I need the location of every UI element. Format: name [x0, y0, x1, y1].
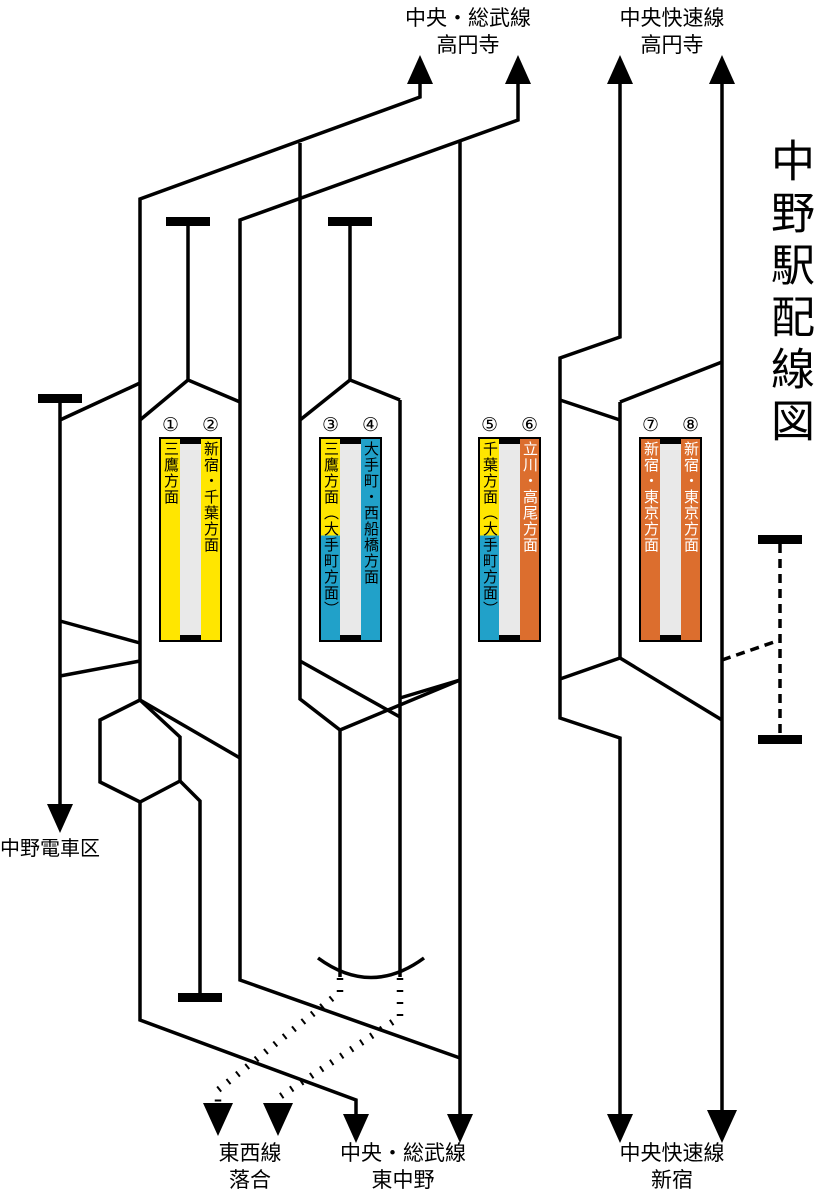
arrow-down-rapid-2: [707, 1110, 737, 1143]
buffer-stop-depot-lead: [38, 394, 82, 403]
crossover-depot-2: [59, 659, 141, 678]
label-sobu-higashinakano-station: 東中野: [371, 1169, 435, 1192]
arrow-up-rapid-2: [709, 55, 735, 84]
label-tozai-ochiai-line: 東西線: [218, 1142, 282, 1165]
track-sobu-down-platform1: [138, 80, 422, 700]
platform-2-stripe: 新宿・千葉方面: [201, 439, 220, 640]
rapid-down-platform6-rail: [558, 80, 622, 1118]
platform-7-destination: 新宿・東京方面: [642, 441, 659, 553]
buffer-stop-dashed-top: [758, 535, 802, 544]
arrow-up-sobu-2: [505, 55, 531, 84]
label-rapid-shinjuku: 中央快速線 新宿: [572, 1140, 772, 1194]
dashed-siding: [721, 544, 782, 735]
platform-island-3-4: 三鷹方面（大手町方面） 大手町・西船橋方面: [319, 437, 382, 642]
platform-3-destination: 三鷹方面（大手町方面）: [322, 441, 339, 617]
tozai-tunnel-portal-arc: [316, 956, 426, 980]
siding-center-west-1: [186, 226, 241, 404]
buffer-stops: [38, 217, 802, 1002]
platform-7-stripe: 新宿・東京方面: [641, 439, 660, 640]
arrow-down-tozai-1: [203, 1103, 233, 1136]
arrowheads: [47, 55, 737, 1143]
platform-5-destination: 千葉方面（大手町方面）: [481, 441, 498, 617]
track-sobu-up-platform2: [238, 80, 520, 1060]
platform-6-stripe: 立川・高尾方面: [520, 439, 539, 640]
crossover-depot-1: [59, 619, 141, 645]
platform-number-5: ⑤: [480, 415, 499, 436]
buffer-stop-west-1: [166, 217, 210, 226]
platform-island-5-6-deck: [499, 439, 520, 640]
label-tozai-ochiai-station: 落合: [229, 1169, 271, 1192]
hexagon-to-track2: [139, 698, 241, 760]
platform-island-1-2: 三鷹方面 新宿・千葉方面: [159, 437, 222, 642]
solid-tracks: [58, 80, 724, 1118]
crossover-p5-to-tozai-a: [339, 678, 461, 732]
tozai-underground-a: [214, 978, 344, 1103]
label-rapid-koenji-station: 高円寺: [640, 34, 704, 57]
label-rapid-shinjuku-station: 新宿: [651, 1169, 693, 1192]
siding-center-west-1-branch: [138, 378, 190, 422]
arrow-down-tozai-2: [263, 1103, 293, 1136]
platform-1-destination: 三鷹方面: [162, 441, 179, 505]
platform-number-4: ④: [361, 415, 380, 436]
platform-number-7: ⑦: [641, 415, 660, 436]
arrow-down-sobu-1: [343, 1114, 369, 1143]
platform-number-8: ⑧: [681, 415, 700, 436]
crossover-p3-to-p4: [299, 659, 401, 719]
label-rapid-shinjuku-line: 中央快速線: [619, 1142, 725, 1165]
platform-8-destination: 新宿・東京方面: [682, 441, 699, 553]
platform-island-5-6: 千葉方面（大手町方面） 立川・高尾方面: [478, 437, 541, 642]
buffer-stop-dashed-bottom: [758, 735, 802, 744]
platform-island-7-8: 新宿・東京方面 新宿・東京方面: [639, 437, 702, 642]
arrow-down-sobu-2: [447, 1114, 473, 1143]
track1-to-higashinakano: [138, 802, 358, 1118]
platform-6-destination: 立川・高尾方面: [521, 441, 538, 553]
label-sobu-koenji-line: 中央・総武線: [405, 7, 531, 30]
dashed-turnout: [721, 638, 781, 662]
platform-3-stripe: 三鷹方面（大手町方面）: [321, 439, 340, 640]
platform-number-2: ②: [201, 415, 220, 436]
page-title: 中野駅配線図: [764, 138, 813, 450]
platform-number-3: ③: [321, 415, 340, 436]
platform-8-stripe: 新宿・東京方面: [681, 439, 700, 640]
label-rapid-koenji-line: 中央快速線: [619, 7, 725, 30]
platform-4-destination: 大手町・西船橋方面: [362, 441, 379, 585]
platform-5-stripe: 千葉方面（大手町方面）: [480, 439, 499, 640]
arrow-down-rapid-1: [607, 1114, 633, 1143]
siding-center-west-2-branch: [298, 378, 352, 422]
crossover-p5-to-p4: [399, 678, 461, 700]
platform-island-3-4-deck: [340, 439, 361, 640]
buffer-stop-hexagon-stub: [178, 993, 222, 1002]
platform-4-stripe: 大手町・西船橋方面: [361, 439, 380, 640]
arrow-up-rapid-1: [607, 55, 633, 84]
turnout-p6-to-center: [559, 398, 621, 422]
tozai-underground-b: [274, 978, 404, 1103]
track-platform3-rail: [298, 143, 342, 732]
turnout-center-to-p6: [559, 656, 621, 681]
label-sobu-higashinakano: 中央・総武線 東中野: [303, 1140, 503, 1194]
turnout-center-to-p8: [619, 656, 723, 722]
arrow-up-sobu-1: [407, 55, 433, 84]
label-sobu-koenji-station: 高円寺: [436, 34, 500, 57]
turnout-p8-to-center: [619, 360, 723, 404]
platform-1-stripe: 三鷹方面: [161, 439, 180, 640]
hexagon-stub-track: [178, 779, 202, 993]
platform-island-7-8-deck: [660, 439, 681, 640]
label-rapid-koenji: 中央快速線 高円寺: [572, 5, 772, 59]
arrow-down-depot: [47, 804, 73, 833]
label-tozai-ochiai: 東西線 落合: [150, 1140, 350, 1194]
label-sobu-higashinakano-line: 中央・総武線: [340, 1142, 466, 1165]
buffer-stop-west-2: [328, 217, 372, 226]
label-sobu-koenji: 中央・総武線 高円寺: [368, 5, 568, 59]
siding-center-west-2: [348, 226, 401, 402]
platform-number-1: ①: [161, 415, 180, 436]
turnout-p1-to-depot-lead: [59, 381, 141, 422]
platform-island-1-2-deck: [180, 439, 201, 640]
depot-label: 中野電車区: [0, 838, 100, 860]
platform-2-destination: 新宿・千葉方面: [202, 441, 219, 553]
platform-number-6: ⑥: [520, 415, 539, 436]
